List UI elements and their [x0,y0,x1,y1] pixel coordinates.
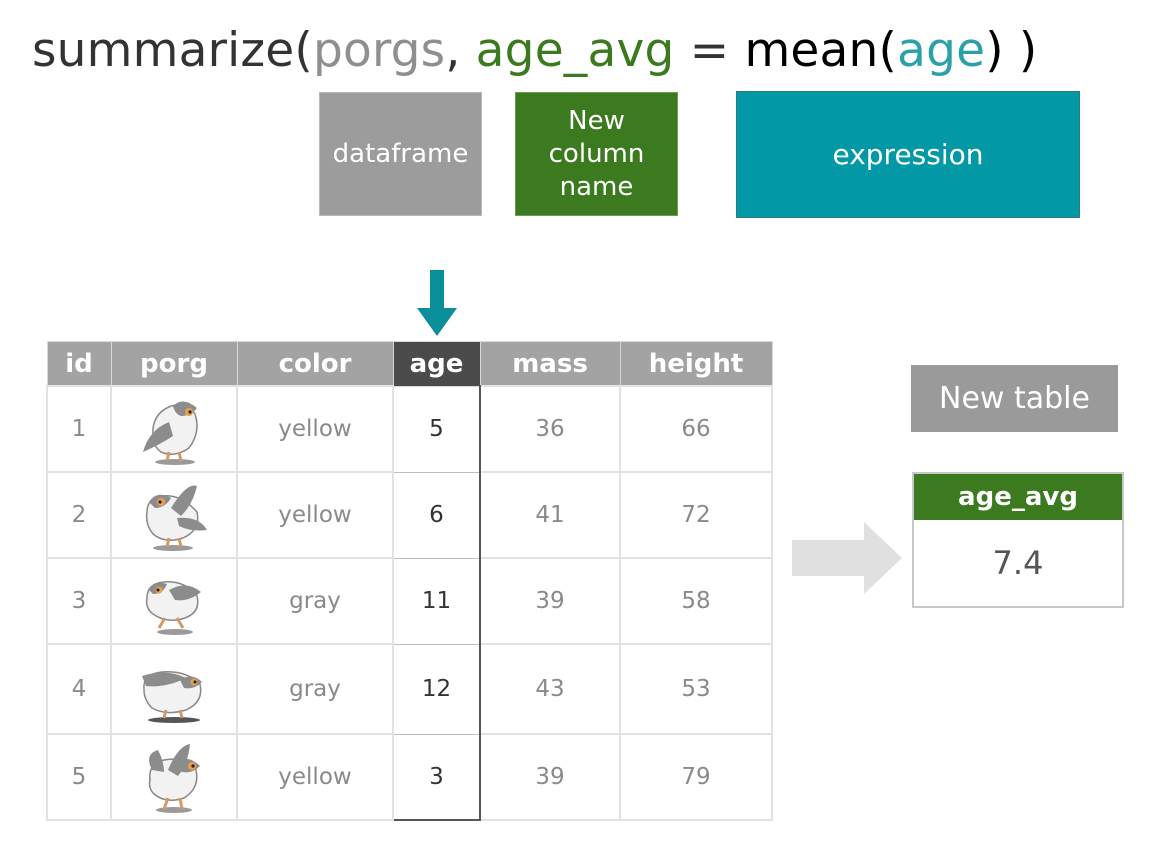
header-color: color [236,341,394,387]
code-equals: = [674,23,745,78]
cell-mass: 39 [479,557,621,645]
table-header-row: id porg color age mass height [46,341,773,387]
cell-age: 11 [392,557,481,645]
table-row: 4 gray 12 43 53 [46,643,773,735]
cell-height: 66 [619,385,773,473]
table-row: 3 gray 11 39 58 [46,557,773,645]
new-table-label: New table [911,365,1118,432]
cell-porg [110,643,238,735]
table-row: 2 yellow 6 41 72 [46,471,773,559]
result-value: 7.4 [914,520,1122,606]
result-table: age_avg 7.4 [912,472,1124,608]
code-line: summarize(porgs, age_avg = mean(age) ) [32,18,1037,84]
code-comma: , [445,23,476,78]
code-colname: age_avg [475,23,675,78]
cell-id: 1 [46,385,112,473]
cell-mass: 36 [479,385,621,473]
cell-mass: 43 [479,643,621,735]
code-arg: age [897,23,986,78]
cell-height: 58 [619,557,773,645]
cell-height: 79 [619,733,773,821]
cell-color: yellow [236,471,394,559]
cell-id: 4 [46,643,112,735]
cell-porg [110,557,238,645]
cell-id: 2 [46,471,112,559]
porg-bird-icon [143,401,198,465]
header-porg: porg [110,341,238,387]
new-column-name-label: New column name [515,92,678,216]
cell-age: 3 [392,733,481,821]
cell-color: gray [236,643,394,735]
cell-color: yellow [236,733,394,821]
cell-age: 5 [392,385,481,473]
code-close: ) ) [985,23,1038,78]
porgs-table: id porg color age mass height 1 yellow [46,341,773,821]
porg-bird-icon [145,581,201,635]
dataframe-label: dataframe [319,92,482,216]
cell-mass: 39 [479,733,621,821]
header-age: age [392,341,481,387]
cell-porg [110,733,238,821]
porg-bird-icon [145,485,207,551]
cell-age: 12 [392,643,481,735]
down-arrow-icon [417,270,457,336]
table-row: 1 yellow 5 36 66 [46,385,773,473]
cell-porg [110,471,238,559]
cell-height: 72 [619,471,773,559]
cell-color: gray [236,557,394,645]
code-mean: mean( [744,23,898,78]
code-dataframe: porgs [312,23,446,78]
porg-bird-icon [142,671,202,723]
header-id: id [46,341,112,387]
cell-height: 53 [619,643,773,735]
cell-age: 6 [392,471,481,559]
header-height: height [619,341,773,387]
table-row: 5 yellow 3 39 79 [46,733,773,821]
cell-id: 5 [46,733,112,821]
expression-label: expression [736,91,1080,218]
cell-id: 3 [46,557,112,645]
cell-color: yellow [236,385,394,473]
result-header: age_avg [914,474,1122,520]
code-function: summarize( [32,23,313,78]
cell-mass: 41 [479,471,621,559]
cell-porg [110,385,238,473]
right-arrow-icon [792,522,902,594]
porg-bird-icon [148,744,200,813]
header-mass: mass [479,341,621,387]
